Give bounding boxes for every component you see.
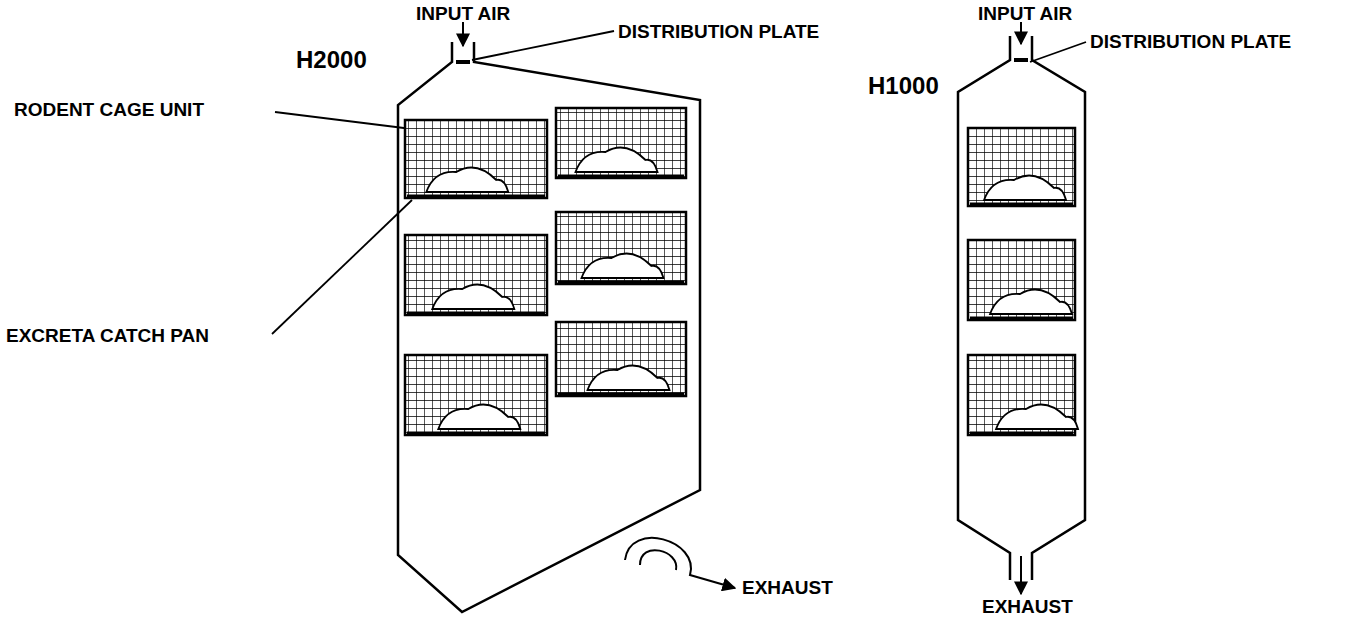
exhaust-label: EXHAUST	[982, 597, 1073, 616]
rodent-cage	[968, 240, 1075, 320]
rodent	[588, 366, 670, 391]
rodent-cage	[968, 128, 1075, 206]
excreta-pan	[407, 312, 545, 315]
input-air-label: INPUT AIR	[978, 4, 1072, 23]
excreta-pan	[970, 432, 1073, 435]
rodent	[996, 405, 1078, 430]
part-label: EXCRETA CATCH PAN	[6, 326, 209, 345]
excreta-pan	[970, 203, 1073, 206]
rodent-cage	[556, 212, 686, 284]
input-air-label: INPUT AIR	[416, 4, 510, 23]
part-label: DISTRIBUTION PLATE	[618, 22, 819, 41]
rodent	[432, 285, 514, 310]
excreta-pan	[558, 175, 684, 178]
rodent-cage	[556, 322, 686, 396]
excreta-pan	[558, 281, 684, 284]
exhaust-label: EXHAUST	[742, 578, 833, 597]
rodent-cage	[405, 120, 547, 198]
rodent-cage	[556, 108, 686, 178]
rodent-cage	[405, 355, 547, 435]
excreta-pan	[407, 432, 545, 435]
model-label: H1000	[868, 74, 939, 98]
cage-units	[405, 108, 1078, 435]
excreta-pan	[558, 393, 684, 396]
rodent	[576, 148, 658, 173]
rodent-cage	[405, 235, 547, 315]
part-label: DISTRIBUTION PLATE	[1090, 32, 1291, 51]
leader-lines	[272, 31, 1086, 334]
model-label: H2000	[296, 48, 367, 72]
h1000-chamber	[958, 36, 1085, 580]
rodent	[438, 405, 520, 430]
rodent	[426, 168, 508, 193]
part-label: RODENT CAGE UNIT	[14, 100, 204, 119]
rodent	[984, 176, 1066, 201]
h2000-chamber	[398, 42, 700, 612]
rodent	[582, 254, 664, 279]
rodent	[990, 290, 1072, 315]
excreta-pan	[407, 195, 545, 198]
excreta-pan	[970, 317, 1073, 320]
